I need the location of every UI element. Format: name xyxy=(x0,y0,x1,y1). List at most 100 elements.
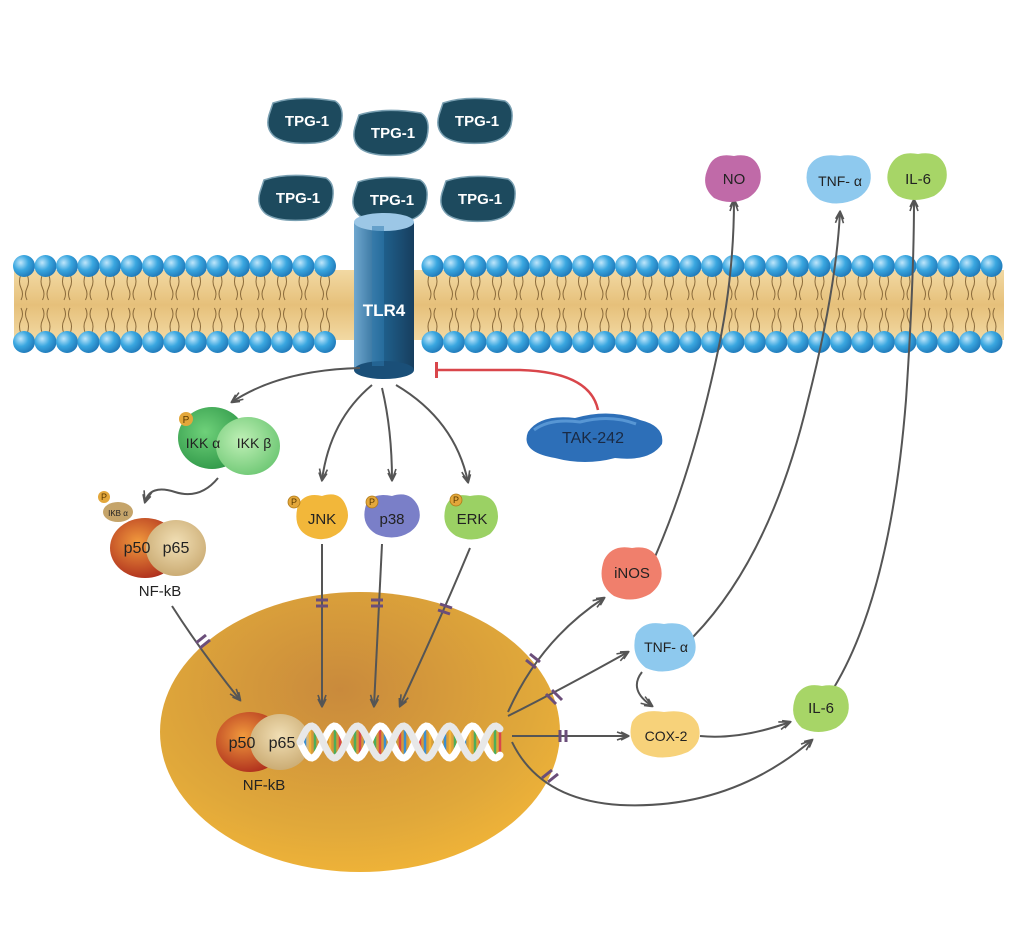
lipid-head xyxy=(808,331,831,353)
lipid-tail xyxy=(734,273,739,301)
lipid-tail xyxy=(599,273,604,301)
lipid-tail xyxy=(885,307,889,335)
lipid-tail xyxy=(169,273,174,301)
lipid-head xyxy=(980,331,1003,353)
dna-strand xyxy=(296,722,504,762)
lipid-head xyxy=(787,331,809,353)
lipid-tail xyxy=(126,273,131,301)
lipid-tail xyxy=(799,307,803,335)
lipid-tail xyxy=(842,307,846,335)
lipid-tail xyxy=(492,307,496,335)
lipid-tail xyxy=(25,307,29,335)
lipid-tails xyxy=(19,273,997,335)
lipid-tail xyxy=(578,307,582,335)
lipid-tail xyxy=(261,307,266,335)
lipid-tail xyxy=(234,273,238,301)
lipid-tail xyxy=(670,273,674,301)
tpg1-label: TPG-1 xyxy=(276,190,320,207)
tpg1-ligand: TPG-1 xyxy=(437,97,513,145)
lipid-tail xyxy=(212,307,217,335)
lipid-tail xyxy=(578,273,582,301)
lipid-tail xyxy=(19,307,23,335)
lipid-tail xyxy=(111,273,115,301)
lipid-head xyxy=(529,331,551,353)
lipid-tail xyxy=(986,307,991,335)
lipid-head xyxy=(658,331,680,353)
lipid-tail xyxy=(971,273,975,301)
phospho-label: P xyxy=(369,497,375,507)
lipid-head xyxy=(937,255,960,277)
tak242-label: TAK-242 xyxy=(562,430,624,447)
lipid-head xyxy=(959,331,981,353)
lipid-head xyxy=(249,331,272,353)
lipid-head xyxy=(615,255,637,277)
lipid-head xyxy=(486,331,508,353)
lipid-head xyxy=(120,255,143,277)
lipid-tail xyxy=(664,273,668,301)
lipid-head xyxy=(550,331,573,353)
lipid-head xyxy=(572,331,594,353)
lipid-head xyxy=(486,255,508,277)
tpg1-label: TPG-1 xyxy=(458,191,502,208)
lipid-tail xyxy=(664,307,668,335)
lipid-tail xyxy=(922,307,926,335)
nfkb-label: NF-kB xyxy=(243,777,286,794)
lipid-head xyxy=(163,255,186,277)
lipid-tail xyxy=(814,273,819,301)
tpg1-ligand: TPG-1 xyxy=(258,174,334,222)
p65-subunit xyxy=(250,714,310,770)
lipid-head xyxy=(421,255,444,277)
p65-label: p65 xyxy=(269,735,296,752)
lipid-tail xyxy=(928,273,932,301)
membrane-core xyxy=(14,270,1004,340)
tak242-inhibitor: TAK-242 xyxy=(435,362,663,462)
lipid-tail xyxy=(814,307,819,335)
lipid-head xyxy=(249,255,272,277)
lipid-tail xyxy=(928,307,932,335)
lipid-tail xyxy=(476,307,481,335)
lipid-head xyxy=(13,255,35,277)
lipid-tail xyxy=(83,273,88,301)
lipid-tail xyxy=(771,273,776,301)
lipid-tail xyxy=(541,273,545,301)
dna-strand xyxy=(296,722,504,762)
lipid-head xyxy=(830,331,852,353)
lipid-tail xyxy=(541,307,545,335)
lipid-tail xyxy=(470,307,475,335)
lipid-tail xyxy=(304,273,309,301)
tpg1-ligands: TPG-1 TPG-1 TPG-1 TPG-1 TPG-1 TPG-1 xyxy=(258,97,516,224)
lipid-tail xyxy=(105,307,109,335)
lipid-head xyxy=(443,331,465,353)
nuclear-export-marks xyxy=(525,652,568,784)
ikk-complex: P IKK α IKK β xyxy=(178,407,280,475)
lipid-tail xyxy=(283,307,287,335)
lipid-tail xyxy=(857,307,862,335)
lipid-head xyxy=(744,255,766,277)
lipid-tail xyxy=(556,307,561,335)
lipid-tail xyxy=(750,273,754,301)
lipid-tail xyxy=(240,273,244,301)
cox2-protein: COX-2 xyxy=(630,711,700,758)
phospho-label: P xyxy=(291,497,297,507)
p38-label: p38 xyxy=(379,511,404,528)
nfkb-nuclear-complex: p50 p65 NF-kB xyxy=(216,712,310,794)
lipid-head xyxy=(980,255,1003,277)
lipid-tail xyxy=(326,273,330,301)
lipid-head xyxy=(34,255,57,277)
phospho-icon xyxy=(179,412,193,426)
p38-protein: P p38 xyxy=(364,494,420,538)
lipid-tail xyxy=(19,273,23,301)
lipid-tail xyxy=(433,307,438,335)
lipid-tail xyxy=(111,307,115,335)
lipid-tail xyxy=(126,307,131,335)
tpg1-label: TPG-1 xyxy=(371,125,415,142)
secreted-il6-label: IL-6 xyxy=(905,171,931,188)
lipid-head xyxy=(142,331,164,353)
tlr4-label: TLR4 xyxy=(363,301,406,320)
p50-label: p50 xyxy=(124,540,151,557)
mapk-proteins: P JNK P p38 P ERK xyxy=(287,493,498,540)
lipid-tail xyxy=(556,273,561,301)
lipid-tail xyxy=(879,273,883,301)
lipid-tail xyxy=(836,273,840,301)
lipid-tail xyxy=(943,273,948,301)
